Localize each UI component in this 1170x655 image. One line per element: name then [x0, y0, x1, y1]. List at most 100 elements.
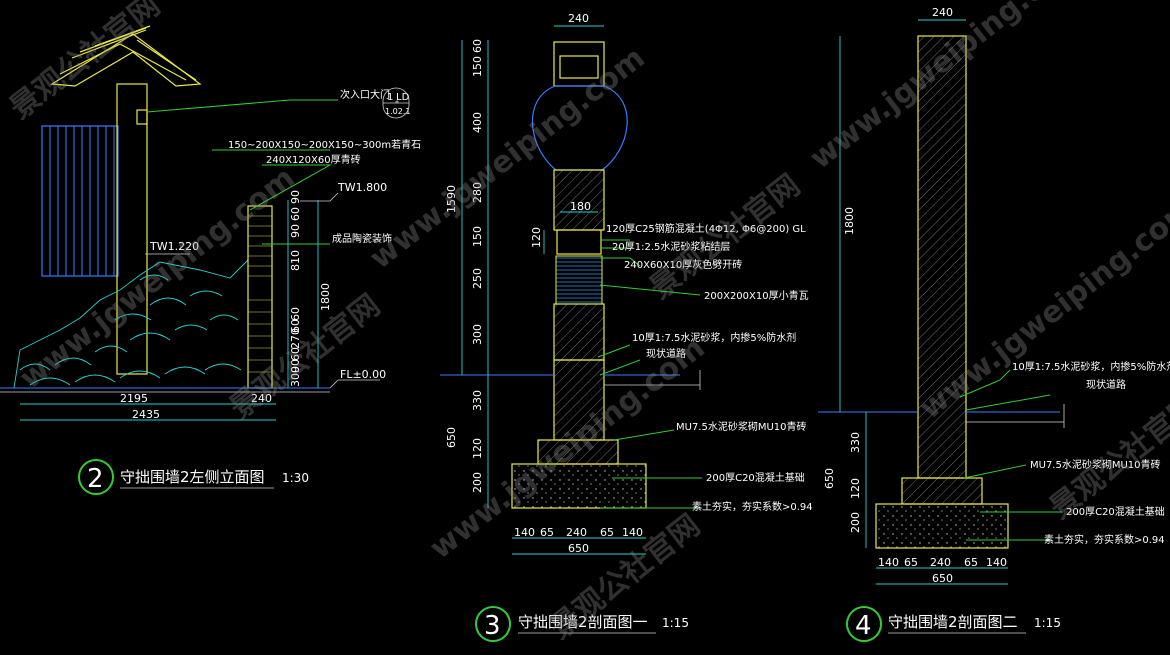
svg-text:330: 330 [471, 390, 484, 411]
wall-shaft-4 [917, 35, 967, 479]
svg-text:60: 60 [289, 307, 302, 321]
callout-3-1: 20厚1:2.5水泥砂浆粘结层 [612, 240, 730, 253]
svg-text:140: 140 [878, 556, 899, 569]
svg-text:140: 140 [514, 526, 535, 539]
svg-text:150: 150 [471, 226, 484, 247]
svg-text:65: 65 [964, 556, 978, 569]
callout-3-5: 现状道路 [646, 347, 686, 360]
callout-3-4: 10厚1:7.5水泥砂浆，内掺5%防水剂 [632, 331, 796, 344]
svg-text:1:15: 1:15 [662, 616, 689, 630]
drawing-3-section: 120厚C25钢筋混凝土(4Φ12, Φ6@200) GL 20厚1:2.5水泥… [440, 12, 813, 642]
svg-text:300: 300 [289, 366, 302, 387]
callout-3-0: 120厚C25钢筋混凝土(4Φ12, Φ6@200) GL [606, 222, 806, 235]
svg-text:LD: LD [396, 92, 410, 103]
wide-base-4 [901, 477, 983, 505]
svg-text:240: 240 [930, 556, 951, 569]
svg-text:150: 150 [471, 56, 484, 77]
svg-text:330: 330 [849, 432, 862, 453]
callout-brick: 240X120X60厚青砖 [266, 153, 361, 166]
svg-text:1800: 1800 [319, 283, 332, 311]
callout-4-1: 现状道路 [1086, 378, 1126, 391]
callout-3-2: 240X60X10厚灰色劈开砖 [624, 258, 742, 271]
callout-3-3: 200X200X10厚小青瓦 [704, 289, 809, 302]
svg-text:180: 180 [570, 200, 591, 213]
svg-text:650: 650 [568, 542, 589, 555]
svg-text:景观公社官网: 景观公社官网 [1043, 388, 1170, 526]
svg-text:www.jgweiping.com: www.jgweiping.com [363, 40, 651, 276]
gate-post [116, 83, 148, 375]
level-fl: FL±0.00 [340, 368, 386, 381]
drawing-title-4: 守拙围墙2剖面图二 [888, 613, 1018, 631]
svg-text:4: 4 [855, 611, 872, 641]
svg-text:60: 60 [289, 319, 302, 333]
svg-text:90: 90 [289, 190, 302, 204]
drawing-scale: 1:30 [282, 471, 309, 485]
svg-text:120: 120 [530, 227, 543, 248]
svg-text:650: 650 [445, 427, 458, 448]
svg-text:1800: 1800 [843, 207, 856, 235]
svg-text:90: 90 [289, 224, 302, 238]
svg-text:3: 3 [484, 611, 501, 641]
svg-text:240: 240 [932, 6, 953, 19]
svg-text:120: 120 [471, 438, 484, 459]
svg-text:景观公社官网: 景观公社官网 [3, 0, 166, 126]
dim-2435: 2435 [132, 408, 160, 421]
callout-3-7: 200厚C20混凝土基础 [706, 471, 805, 484]
svg-text:120: 120 [849, 478, 862, 499]
tile-band [555, 255, 603, 305]
svg-text:400: 400 [471, 112, 484, 133]
stone-pile [13, 258, 249, 389]
svg-text:60: 60 [289, 347, 302, 361]
svg-text:300: 300 [471, 324, 484, 345]
svg-text:650: 650 [932, 572, 953, 585]
drawing-number-circle [78, 459, 114, 495]
gate-roof [50, 33, 202, 87]
svg-text:200: 200 [849, 512, 862, 533]
drawing-4-section: 10厚1:7.5水泥砂浆，内掺5%防水剂 现状道路 MU7.5水泥砂浆砌MU10… [818, 6, 1170, 642]
svg-text:60: 60 [289, 207, 302, 221]
gate-door [41, 125, 119, 277]
svg-text:240: 240 [568, 12, 589, 25]
svg-text:1.02.1: 1.02.1 [385, 107, 410, 116]
ref-tag: 1 LD 1.02.1 [382, 87, 410, 119]
drawing-2-elevation: 次入口大门 1 LD 1.02.1 150~200X150~200X150~30… [0, 25, 421, 495]
callout-3-6: MU7.5水泥砂浆砌MU10青砖 [676, 420, 807, 433]
svg-text:65: 65 [540, 526, 554, 539]
svg-text:65: 65 [600, 526, 614, 539]
svg-text:2: 2 [87, 464, 104, 494]
drawing-title-3: 守拙围墙2剖面图一 [518, 613, 648, 631]
svg-text:200: 200 [471, 472, 484, 493]
callout-4-3: 200厚C20混凝土基础 [1066, 505, 1165, 518]
svg-text:65: 65 [904, 556, 918, 569]
dim-2195: 2195 [120, 392, 148, 405]
svg-text:1590: 1590 [445, 185, 458, 213]
drawing-title: 守拙围墙2左侧立面图 [120, 468, 265, 486]
svg-text:1: 1 [387, 92, 393, 103]
dim-240: 240 [251, 392, 272, 405]
svg-text:810: 810 [289, 250, 302, 271]
svg-text:140: 140 [622, 526, 643, 539]
callout-4-0: 10厚1:7.5水泥砂浆，内掺5%防水剂 [1012, 360, 1170, 373]
svg-text:60: 60 [471, 39, 484, 53]
callout-stone: 150~200X150~200X150~300m若青石 [228, 138, 421, 151]
level-tw1220: TW1.220 [149, 240, 199, 253]
svg-text:140: 140 [986, 556, 1007, 569]
callout-4-4: 素土夯实，夯实系数>0.94 [1044, 533, 1165, 546]
svg-text:景观公社官网: 景观公社官网 [643, 168, 806, 306]
svg-text:650: 650 [823, 468, 836, 489]
svg-text:1:15: 1:15 [1034, 616, 1061, 630]
svg-text:90: 90 [289, 359, 302, 373]
brick-pillar [247, 205, 273, 389]
level-tw1800: TW1.800 [337, 181, 387, 194]
svg-text:270: 270 [289, 328, 302, 349]
callout-gate: 次入口大门 [340, 88, 390, 101]
callout-ceramic: 成品陶瓷装饰 [332, 232, 392, 245]
svg-text:280: 280 [471, 182, 484, 203]
concrete-footing-3 [511, 463, 647, 509]
callout-3-8: 素土夯实，夯实系数>0.94 [692, 500, 813, 513]
svg-text:240: 240 [566, 526, 587, 539]
svg-text:250: 250 [471, 268, 484, 289]
callout-4-2: MU7.5水泥砂浆砌MU10青砖 [1030, 458, 1161, 471]
concrete-footing-4 [875, 503, 1009, 549]
